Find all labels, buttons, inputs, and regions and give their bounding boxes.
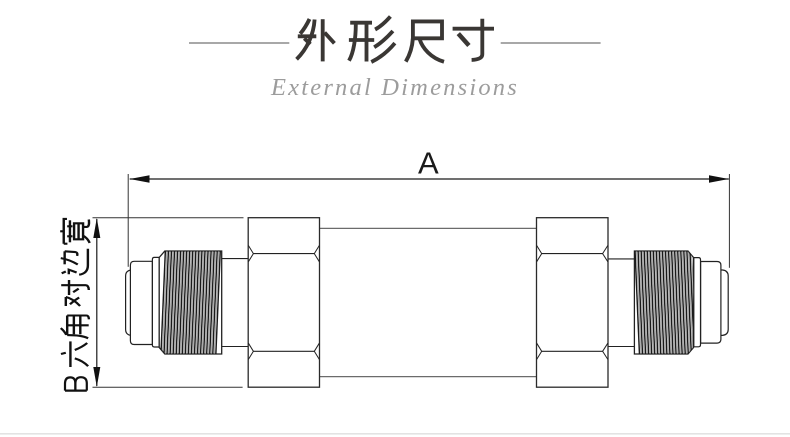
svg-text:A: A — [418, 146, 439, 181]
svg-text:External Dimensions: External Dimensions — [270, 74, 519, 101]
